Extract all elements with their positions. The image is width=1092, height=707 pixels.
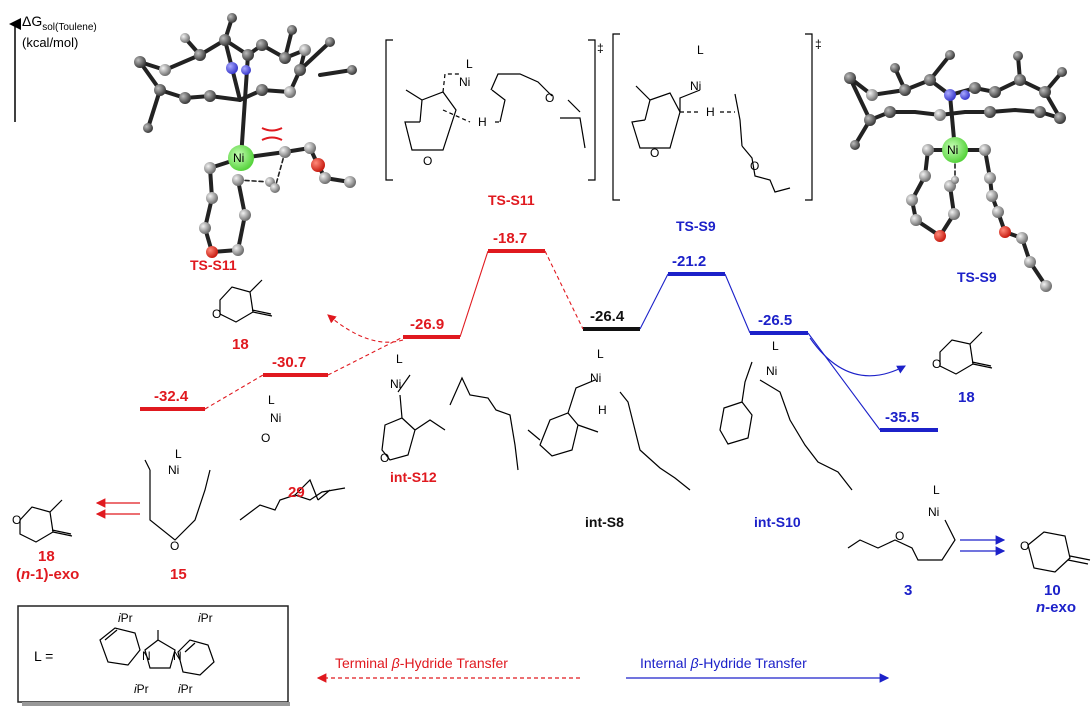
c15-Ni: Ni <box>168 463 180 477</box>
product-18-top-label: 18 <box>232 336 249 353</box>
energy-value-e8: -35.5 <box>885 409 920 426</box>
connectors <box>204 250 906 431</box>
int-s12-L: L <box>396 352 403 366</box>
compound-29-label: 29 <box>288 484 305 501</box>
int-s10-label: int-S10 <box>754 514 801 530</box>
ts-s9-H: H <box>706 105 715 119</box>
energy-levels <box>140 249 938 432</box>
ts-s11-3d-Ni: Ni <box>233 151 245 165</box>
energy-value-e6: -21.2 <box>672 253 707 270</box>
int-s8-label: int-S8 <box>585 514 624 530</box>
ts-s11-scheme-label: TS-S11 <box>488 192 535 208</box>
energy-value-e4: -18.7 <box>493 230 528 247</box>
ligand-box <box>17 605 289 703</box>
ts-s9-L: L <box>697 43 704 57</box>
c29-Ni: Ni <box>270 411 282 425</box>
energy-value-e5: -26.4 <box>590 308 625 325</box>
product-10-label: 10 <box>1044 582 1061 599</box>
axis-unit: (kcal/mol) <box>22 35 79 50</box>
product-18-left-label: 18 <box>38 548 55 565</box>
int-s12-O: O <box>380 451 390 465</box>
ts-s9-O2: O <box>750 159 760 173</box>
c15-O: O <box>170 539 180 553</box>
int-s12-Ni: Ni <box>390 377 402 391</box>
ts-s11-dagger: ‡ <box>597 41 604 55</box>
legend-internal-label: Internal β-Hydride Transfer <box>640 655 807 671</box>
c3-O: O <box>895 529 905 543</box>
ligand-N-1: N <box>142 649 151 663</box>
c29-O: O <box>261 431 271 445</box>
int-s12-label: int-S12 <box>390 469 437 485</box>
ts-s9-struct-label: TS-S9 <box>957 269 997 285</box>
product-18-right-label: 18 <box>958 389 975 406</box>
ts-s11-O1: O <box>423 154 433 168</box>
ligand-iPr-4: iPr <box>178 682 193 696</box>
energy-value-e7: -26.5 <box>758 312 793 329</box>
ligand-iPr-3: iPr <box>134 682 149 696</box>
int-s10-Ni: Ni <box>766 364 778 378</box>
ts-s11-O2: O <box>545 91 555 105</box>
ts-s9-bracket-scheme <box>612 33 813 201</box>
ts-s11-struct-label: TS-S11 <box>190 257 237 273</box>
ts-s11-bracket-scheme <box>385 39 596 181</box>
compound-3-label: 3 <box>904 582 913 599</box>
pathway-arrows <box>95 498 1006 556</box>
p18-right-O: O <box>932 357 942 371</box>
ligand-iPr-2: iPr <box>198 611 213 625</box>
ts-s9-atoms <box>844 50 1067 292</box>
p10-O: O <box>1020 539 1030 553</box>
compound-15-label: 15 <box>170 566 187 583</box>
ligand-iPr-1: iPr <box>118 611 133 625</box>
ligand-N-2: N <box>173 649 182 663</box>
axis-label: ΔGsol(Toulene) <box>22 13 97 33</box>
energy-value-e2: -30.7 <box>272 354 307 371</box>
ts-s9-3d-Ni: Ni <box>947 143 959 157</box>
p18-left-O: O <box>12 513 22 527</box>
energy-value-e3: -26.9 <box>410 316 445 333</box>
ts-s11-H: H <box>478 115 487 129</box>
p18-top-O: O <box>212 307 222 321</box>
c3-L: L <box>933 483 940 497</box>
c29-L: L <box>268 393 275 407</box>
c15-L: L <box>175 447 182 461</box>
ligand-prefix: L = <box>34 648 54 664</box>
ligand-drawing <box>99 627 215 676</box>
ts-s11-Ni: Ni <box>459 75 471 89</box>
int-s8-H: H <box>598 403 607 417</box>
ts-s9-O1: O <box>650 146 660 160</box>
ts-s9-dagger: ‡ <box>815 37 822 51</box>
ts-s11-L: L <box>466 57 473 71</box>
c3-Ni: Ni <box>928 505 940 519</box>
legend-terminal-label: Terminal β-Hydride Transfer <box>335 655 508 671</box>
int-s8-Ni: Ni <box>590 371 602 385</box>
ts-s9-3d-structure <box>848 53 1065 288</box>
ts-s11-atoms <box>134 13 357 258</box>
exo-n-minus-1-label: (n-1)-exo <box>16 566 80 583</box>
int-s8-L: L <box>597 347 604 361</box>
molecule-sketches <box>19 279 1091 573</box>
ts-s9-Ni: Ni <box>690 79 702 93</box>
exo-n-label: n-exo <box>1036 599 1077 616</box>
ts-s9-scheme-label: TS-S9 <box>676 218 716 234</box>
energy-value-e1: -32.4 <box>154 388 189 405</box>
int-s10-L: L <box>772 339 779 353</box>
steric-clash-mark <box>261 127 283 141</box>
